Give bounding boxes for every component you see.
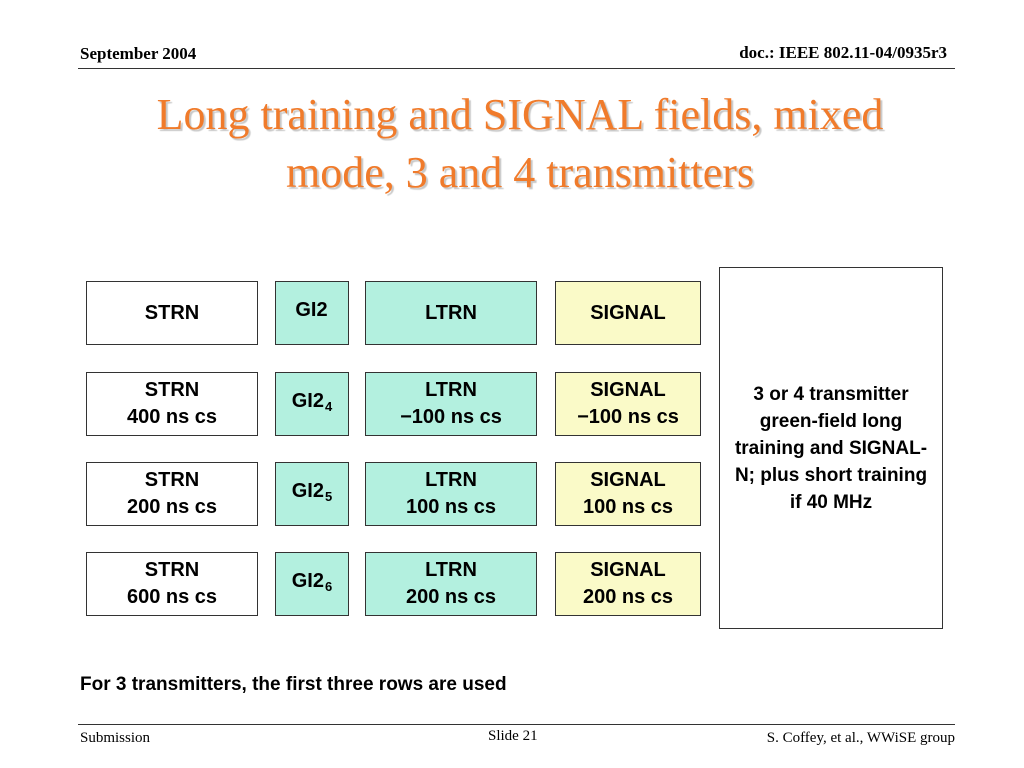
strn-label: STRN [144,301,200,324]
slide-title: Long training and SIGNAL fields, mixed m… [70,86,970,202]
strn-box-row-4: STRN 600 ns cs [86,552,258,616]
footer-authors: S. Coffey, et al., WWiSE group [766,730,955,746]
ltrn-label: LTRN [425,559,477,581]
signal-label: SIGNAL [590,559,666,581]
signal-box-row-2: SIGNAL −100 ns cs [555,372,701,436]
header-date: September 2004 [80,44,197,63]
footer-submission: Submission [80,730,151,746]
ltrn-shift: 100 ns cs [405,496,497,518]
signal-box-row-3: SIGNAL 100 ns cs [555,462,701,526]
ltrn-label: LTRN [425,301,477,324]
signal-label: SIGNAL [590,379,666,401]
strn-shift: 600 ns cs [126,586,218,608]
ltrn-shift: −100 ns cs [400,406,502,428]
strn-label: STRN [144,559,200,581]
strn-box-row-2: STRN 400 ns cs [86,372,258,436]
gi-label: GI25 [291,480,333,504]
signal-label: SIGNAL [590,469,666,491]
strn-box-row-1: STRN [86,281,258,345]
gi-box-row-3: GI25 [275,462,349,526]
gi-label: GI26 [291,570,333,594]
signal-shift: 100 ns cs [582,496,674,518]
gi-box-row-4: GI26 [275,552,349,616]
gi-label: GI24 [291,390,333,414]
gi-label: GI2 [295,299,328,321]
ltrn-box-row-4: LTRN 200 ns cs [365,552,537,616]
ltrn-box-row-3: LTRN 100 ns cs [365,462,537,526]
strn-shift: 400 ns cs [126,406,218,428]
side-note-box: 3 or 4 transmitter green-field long trai… [719,267,943,629]
gi-box-row-2: GI24 [275,372,349,436]
ltrn-label: LTRN [425,379,477,401]
signal-shift: −100 ns cs [577,406,679,428]
footer-slide-number: Slide 21 [488,728,538,744]
signal-shift: 200 ns cs [582,586,674,608]
ltrn-shift: 200 ns cs [405,586,497,608]
strn-label: STRN [144,379,200,401]
strn-box-row-3: STRN 200 ns cs [86,462,258,526]
header-doc-id: doc.: IEEE 802.11-04/0935r3 [739,43,947,62]
footnote: For 3 transmitters, the first three rows… [80,674,507,695]
strn-shift: 200 ns cs [126,496,218,518]
header-rule [78,68,955,69]
ltrn-label: LTRN [425,469,477,491]
strn-label: STRN [144,469,200,491]
footer-rule [78,724,955,725]
slide-title-line-2: mode, 3 and 4 transmitters [285,148,754,197]
slide-title-line-1: Long training and SIGNAL fields, mixed [156,90,884,139]
side-note-text: 3 or 4 transmitter green-field long trai… [734,383,928,513]
signal-box-row-1: SIGNAL [555,281,701,345]
ltrn-box-row-2: LTRN −100 ns cs [365,372,537,436]
signal-box-row-4: SIGNAL 200 ns cs [555,552,701,616]
ltrn-box-row-1: LTRN [365,281,537,345]
gi-box-row-1: GI2 [275,281,349,345]
signal-label: SIGNAL [590,301,666,324]
